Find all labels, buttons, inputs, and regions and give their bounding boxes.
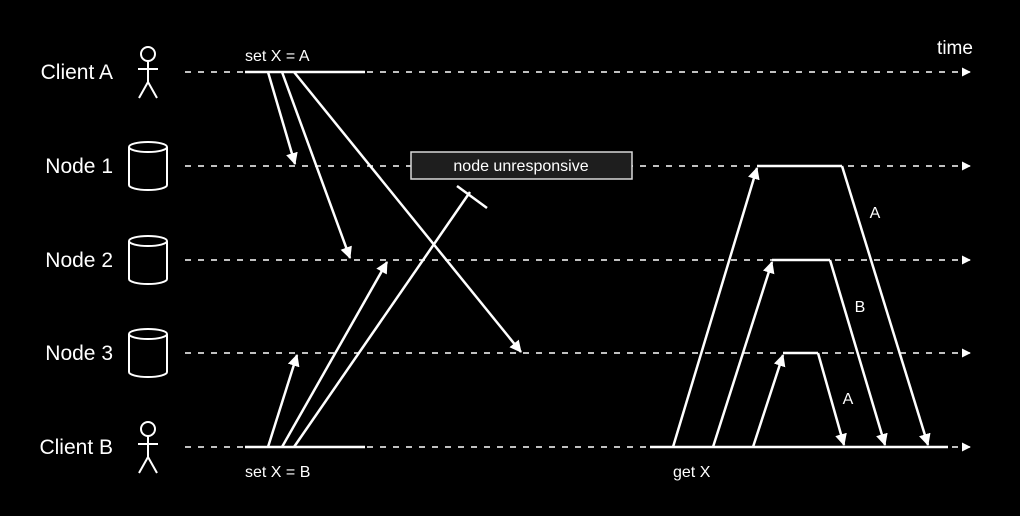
node-unresponsive-label: node unresponsive [453, 158, 588, 175]
person-icon [138, 46, 158, 99]
person-icon [138, 421, 158, 474]
write-a-to-node-2-arrow [280, 71, 352, 259]
write-b-to-node-2-arrow [280, 261, 389, 448]
read-label: get X [673, 464, 711, 481]
actor-label-node-1: Node 1 [45, 155, 113, 178]
node-3-response-value: A [843, 391, 854, 408]
read-to-node-3-arrow [751, 354, 786, 448]
database-cylinder-icon [128, 141, 168, 191]
write-a-label: set X = A [245, 48, 310, 65]
node-3-response-arrow [816, 352, 847, 446]
read-to-node-1-arrow [671, 167, 760, 448]
time-axis-label: time [937, 38, 973, 59]
write-b-to-node-3-arrow [266, 354, 300, 448]
write-a-to-node-1-arrow [266, 71, 298, 165]
database-cylinder-icon [128, 235, 168, 285]
actor-label-client-b: Client B [39, 436, 113, 459]
actor-label-node-2: Node 2 [45, 249, 113, 272]
node-1-response-value: A [870, 205, 881, 222]
node-1-response-arrow [840, 165, 931, 446]
lost-message-x-mark [456, 184, 488, 210]
database-cylinder-icon [128, 328, 168, 378]
actor-label-node-3: Node 3 [45, 342, 113, 365]
node-2-response-value: B [855, 299, 866, 316]
node-2-response-arrow [828, 259, 888, 446]
actor-label-client-a: Client A [41, 61, 113, 84]
read-to-node-2-arrow [711, 261, 775, 448]
write-b-label: set X = B [245, 464, 310, 481]
write-a-to-node-3-arrow [293, 71, 522, 353]
node-unresponsive-box: node unresponsive [410, 151, 633, 180]
write-b-to-node-1-lost [292, 191, 472, 448]
